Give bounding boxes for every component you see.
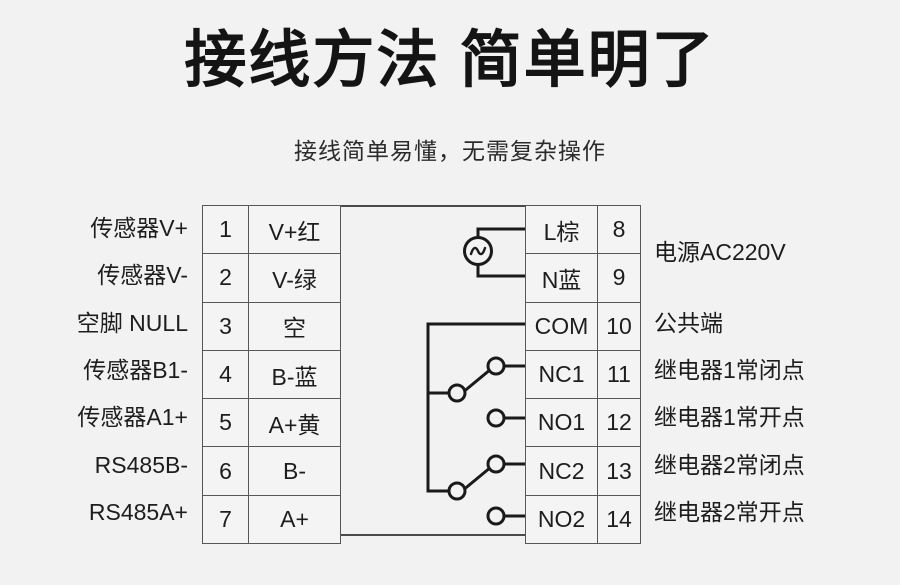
left-terminal-table: 1 V+红 2 V-绿 3 空 4 B-蓝 5 A+黄 6 B- bbox=[202, 204, 341, 545]
table-row: NC2 13 bbox=[525, 446, 641, 496]
pin-signal: L棕 bbox=[525, 204, 598, 255]
pin-signal: B-蓝 bbox=[248, 349, 341, 400]
pin-signal: NO1 bbox=[525, 398, 598, 448]
table-row: 2 V-绿 bbox=[202, 253, 341, 303]
pin-signal: B- bbox=[248, 446, 341, 496]
table-row: L棕 8 bbox=[525, 204, 641, 255]
right-terminal-label-10: 公共端 bbox=[654, 309, 723, 336]
pin-number: 2 bbox=[202, 253, 249, 303]
table-row: 4 B-蓝 bbox=[202, 349, 341, 400]
left-terminal-label-6: RS485B- bbox=[94, 451, 188, 478]
pin-signal: NO2 bbox=[525, 494, 598, 545]
pin-signal: A+黄 bbox=[248, 398, 341, 448]
table-row: 3 空 bbox=[202, 301, 341, 351]
pin-signal: NC1 bbox=[525, 349, 598, 400]
device-enclosure-outline bbox=[340, 205, 526, 536]
right-terminal-label-13: 继电器2常闭点 bbox=[654, 451, 805, 478]
pin-number: 12 bbox=[597, 398, 641, 448]
pin-number: 8 bbox=[597, 204, 641, 255]
table-row: 7 A+ bbox=[202, 494, 341, 545]
relay1-contact bbox=[447, 356, 526, 428]
pin-number: 5 bbox=[202, 398, 249, 448]
page-title: 接线方法 简单明了 bbox=[184, 26, 716, 95]
pin-signal: V+红 bbox=[248, 204, 341, 255]
left-terminal-label-3: 空脚 NULL bbox=[76, 309, 188, 336]
table-row: 1 V+红 bbox=[202, 204, 341, 255]
right-terminal-label-11: 继电器1常闭点 bbox=[654, 356, 805, 383]
pin-number: 1 bbox=[202, 204, 249, 255]
relay-common-bus bbox=[426, 322, 528, 493]
pin-signal: V-绿 bbox=[248, 253, 341, 303]
table-row: 6 B- bbox=[202, 446, 341, 496]
pin-signal: 空 bbox=[248, 301, 341, 351]
table-row: 5 A+黄 bbox=[202, 398, 341, 448]
pin-number: 7 bbox=[202, 494, 249, 545]
pin-number: 13 bbox=[597, 446, 641, 496]
pin-signal: COM bbox=[525, 301, 598, 351]
ac-source-symbol bbox=[463, 236, 493, 266]
left-terminal-label-2: 传感器V- bbox=[97, 262, 188, 289]
page-subtitle: 接线简单易懂，无需复杂操作 bbox=[294, 138, 606, 164]
pin-signal: N蓝 bbox=[525, 253, 598, 303]
left-terminal-label-1: 传感器V+ bbox=[90, 215, 188, 241]
pin-number: 6 bbox=[202, 446, 249, 496]
table-row: NO2 14 bbox=[525, 494, 641, 545]
pin-number: 9 bbox=[597, 253, 641, 303]
right-terminal-table: L棕 8 N蓝 9 COM 10 NC1 11 NO1 12 NC2 13 bbox=[525, 204, 641, 545]
pin-signal: A+ bbox=[248, 494, 341, 545]
table-row: COM 10 bbox=[525, 301, 641, 351]
table-row: NC1 11 bbox=[525, 349, 641, 400]
ac-power-wires bbox=[476, 227, 528, 278]
pin-number: 4 bbox=[202, 349, 249, 400]
left-terminal-label-4: 传感器B1- bbox=[83, 356, 188, 383]
pin-number: 11 bbox=[597, 349, 641, 400]
pin-number: 10 bbox=[597, 301, 641, 351]
table-row: NO1 12 bbox=[525, 398, 641, 448]
left-terminal-label-7: RS485A+ bbox=[88, 498, 188, 525]
pin-signal: NC2 bbox=[525, 446, 598, 496]
left-terminal-label-5: 传感器A1+ bbox=[77, 404, 188, 431]
relay2-contact bbox=[447, 454, 526, 526]
pin-number: 3 bbox=[202, 301, 249, 351]
right-group-label-power: 电源AC220V bbox=[654, 239, 786, 265]
pin-number: 14 bbox=[597, 494, 641, 545]
right-terminal-label-14: 继电器2常开点 bbox=[654, 498, 805, 525]
table-row: N蓝 9 bbox=[525, 253, 641, 303]
right-terminal-label-12: 继电器1常开点 bbox=[654, 404, 805, 431]
